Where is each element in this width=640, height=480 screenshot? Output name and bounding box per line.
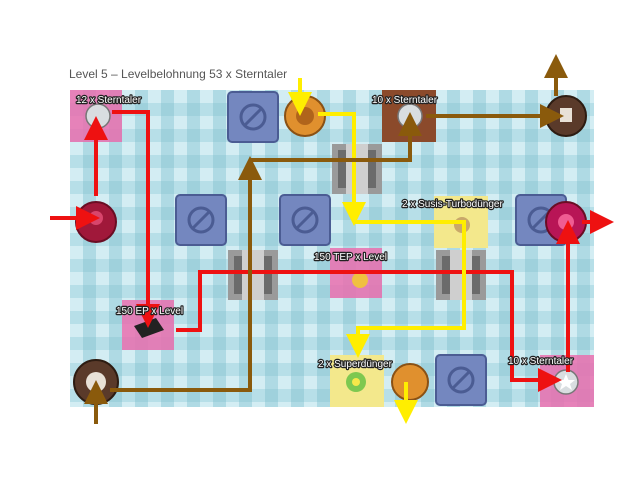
reward-label-sterntaler-12: 12 x Sterntaler [76, 95, 142, 106]
reward-label-susis-turbo: 2 x Susis-Turbodünger [402, 199, 503, 210]
brown-path [110, 156, 262, 392]
red-path [112, 110, 160, 328]
reward-label-ep: 150 EP x Level [116, 306, 183, 317]
reward-label-superduenger: 2 x Superdünger [318, 359, 393, 370]
reward-label-tep: 150 TEP x Level [314, 252, 387, 263]
gear-switch-icon [228, 250, 278, 300]
flower-token-icon [346, 372, 366, 392]
coin-token-icon [391, 363, 429, 401]
yellow-path [346, 220, 466, 358]
stone-block-icon [279, 194, 331, 246]
stone-block-icon [175, 194, 227, 246]
level-title: Level 5 – Levelbelohnung 53 x Sterntaler [69, 67, 288, 81]
stone-block-icon [435, 354, 487, 406]
gear-switch-icon [332, 144, 382, 194]
reward-label-sterntaler-10-top: 10 x Sterntaler [372, 95, 438, 106]
brown-path [250, 112, 422, 162]
red-path [176, 270, 562, 392]
reward-label-sterntaler-10-bottom: 10 x Sterntaler [508, 356, 574, 367]
star-token-icon [553, 369, 579, 395]
star-token-icon [85, 103, 111, 129]
gear-switch-icon [436, 250, 486, 300]
stone-block-icon [227, 91, 279, 143]
flower-token-icon [352, 272, 368, 288]
scarecrow-icon [75, 201, 117, 243]
yellow-path [318, 112, 366, 226]
